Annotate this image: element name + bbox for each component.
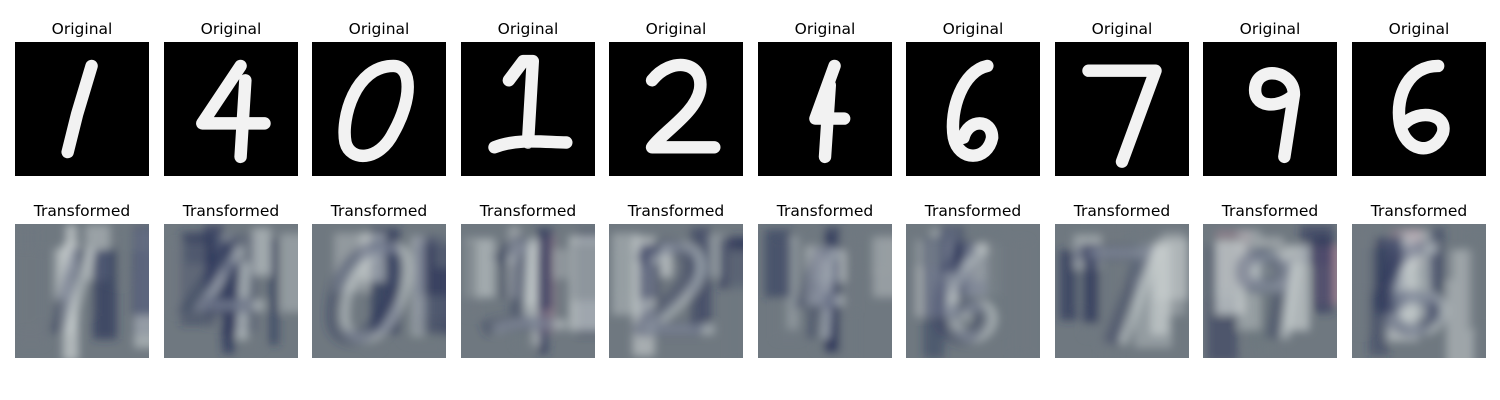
transformed-image-digit-0 bbox=[312, 224, 446, 358]
original-title: Original bbox=[51, 20, 113, 38]
transformed-title: Transformed bbox=[479, 202, 577, 220]
transformed-title: Transformed bbox=[1073, 202, 1171, 220]
transformed-image-digit-4 bbox=[758, 224, 892, 358]
transformed-image-digit-9 bbox=[1203, 224, 1337, 358]
transformed-title: Transformed bbox=[330, 202, 428, 220]
transformed-image-digit-4 bbox=[164, 224, 298, 358]
original-image-digit-9 bbox=[1203, 42, 1337, 176]
original-title: Original bbox=[1388, 20, 1450, 38]
transformed-title: Transformed bbox=[627, 202, 725, 220]
transformed-image-digit-1 bbox=[15, 224, 149, 358]
original-title: Original bbox=[497, 20, 559, 38]
transformed-title: Transformed bbox=[924, 202, 1022, 220]
original-title: Original bbox=[794, 20, 856, 38]
original-title: Original bbox=[1239, 20, 1301, 38]
transformed-image-digit-6 bbox=[906, 224, 1040, 358]
transformed-title: Transformed bbox=[1221, 202, 1319, 220]
transformed-image-digit-7 bbox=[1055, 224, 1189, 358]
transformed-title: Transformed bbox=[776, 202, 874, 220]
transformed-image-digit-1 bbox=[461, 224, 595, 358]
original-title: Original bbox=[348, 20, 410, 38]
original-image-digit-0 bbox=[312, 42, 446, 176]
original-image-digit-2 bbox=[609, 42, 743, 176]
original-title: Original bbox=[200, 20, 262, 38]
transformed-title: Transformed bbox=[182, 202, 280, 220]
transformed-title: Transformed bbox=[1370, 202, 1468, 220]
original-title: Original bbox=[1091, 20, 1153, 38]
original-image-digit-4 bbox=[164, 42, 298, 176]
original-image-digit-1 bbox=[15, 42, 149, 176]
original-title: Original bbox=[942, 20, 1004, 38]
original-image-digit-4 bbox=[758, 42, 892, 176]
original-image-digit-7 bbox=[1055, 42, 1189, 176]
transformed-image-digit-2 bbox=[609, 224, 743, 358]
original-image-digit-6 bbox=[906, 42, 1040, 176]
transformed-image-digit-6 bbox=[1352, 224, 1486, 358]
original-image-digit-6 bbox=[1352, 42, 1486, 176]
original-image-digit-1 bbox=[461, 42, 595, 176]
transformed-title: Transformed bbox=[33, 202, 131, 220]
original-title: Original bbox=[645, 20, 707, 38]
